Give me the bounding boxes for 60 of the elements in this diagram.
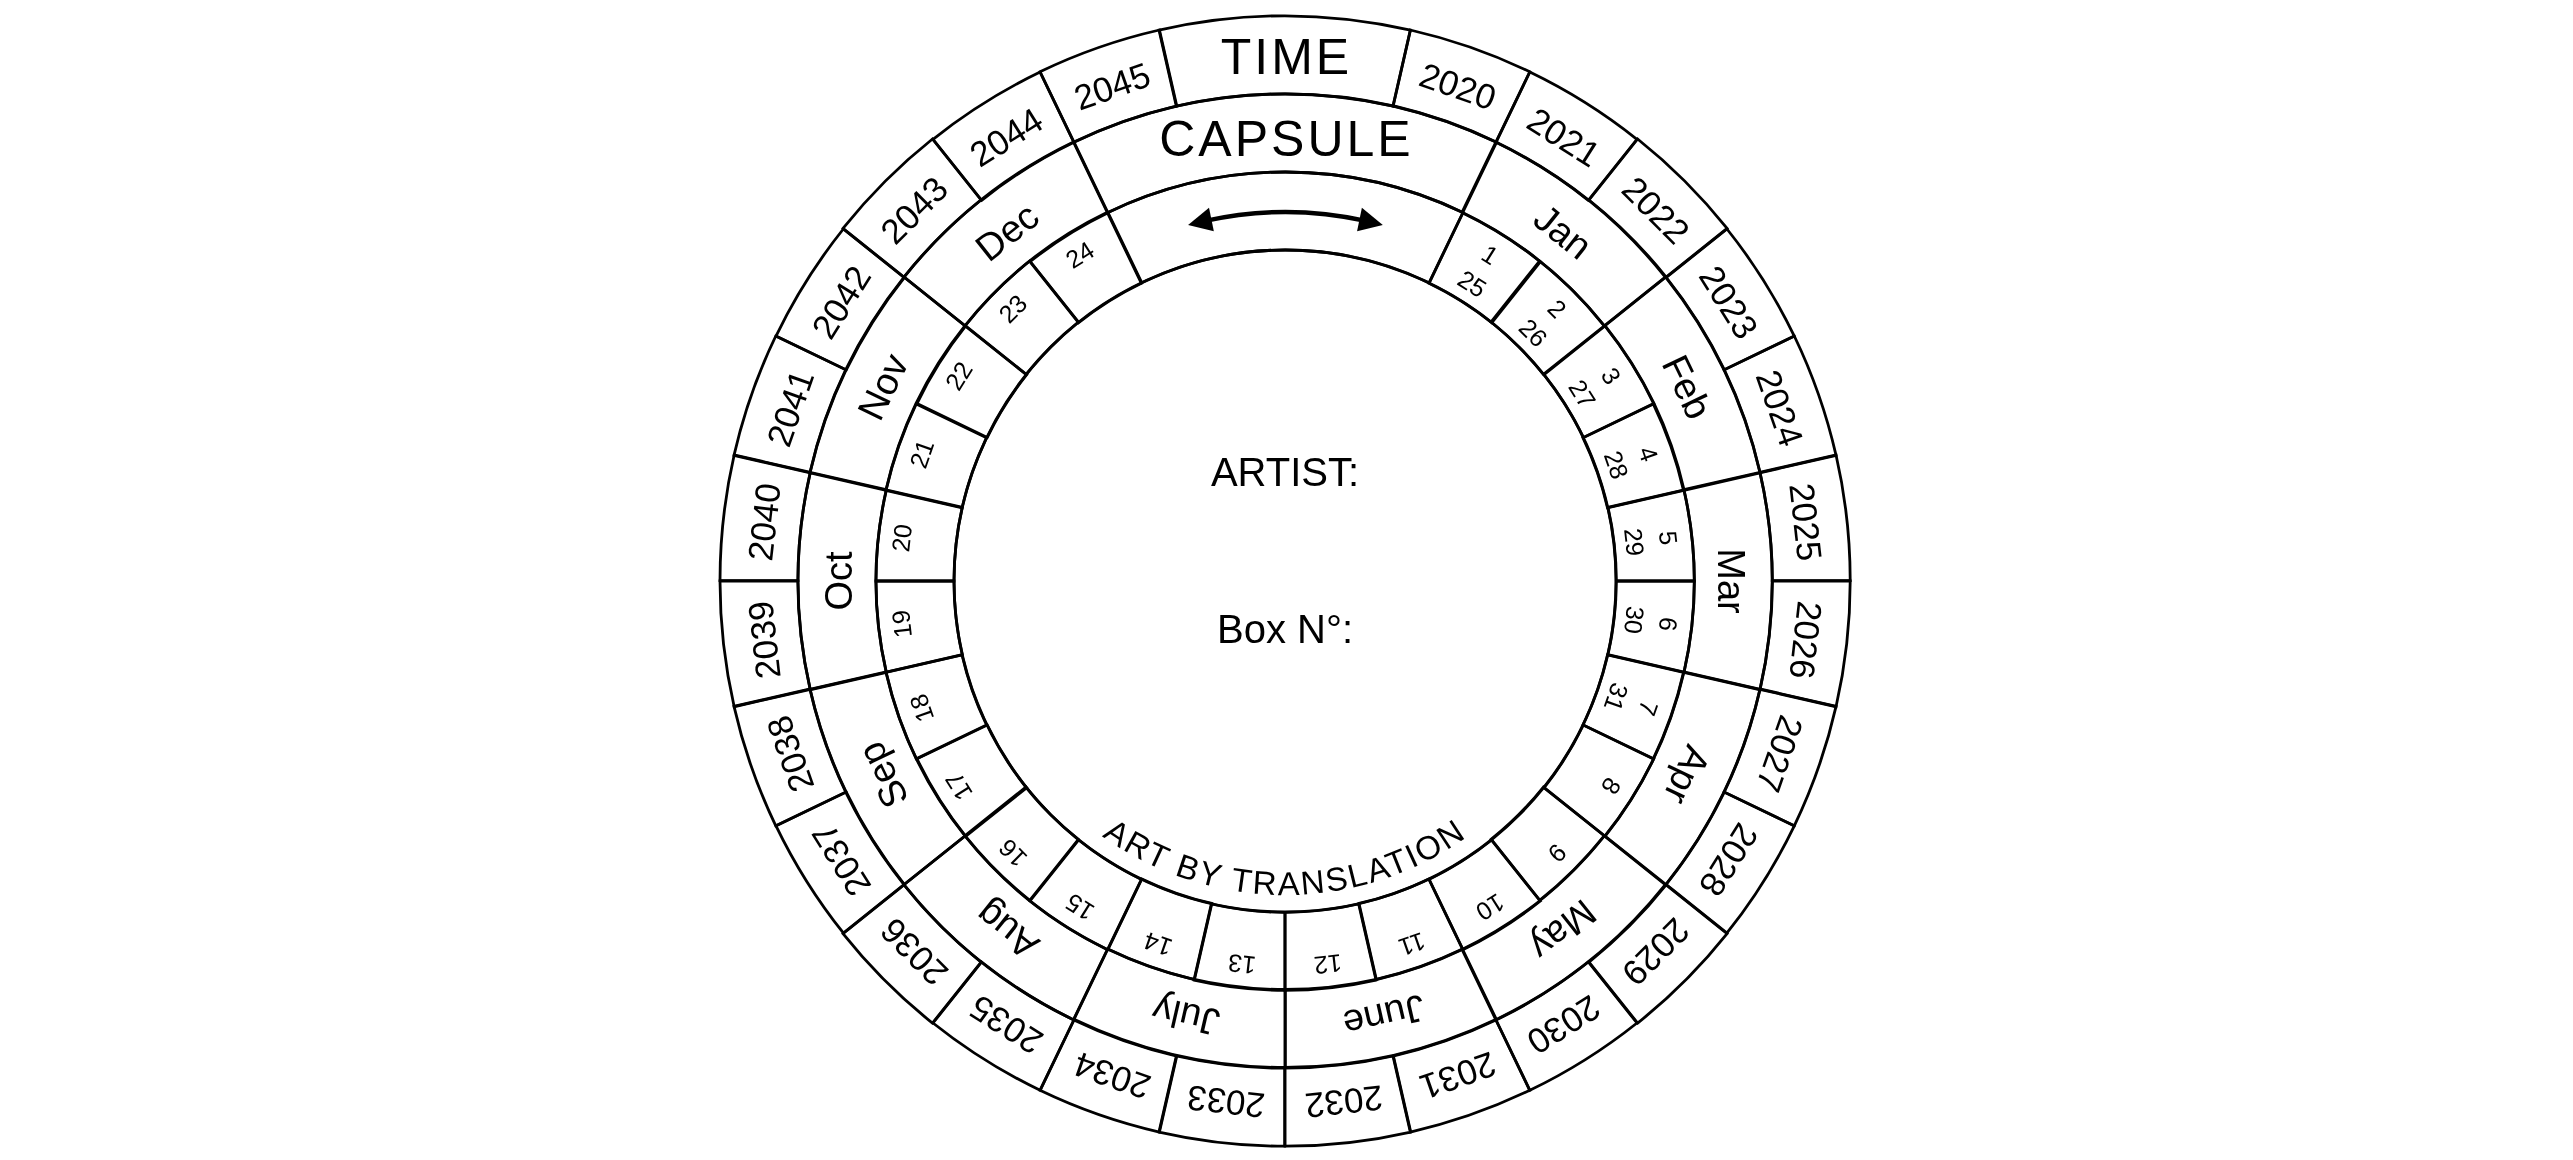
day-number: 15 [1061, 889, 1099, 925]
day-number: 19 [888, 608, 917, 640]
day-number: 12 [1312, 949, 1344, 978]
title-text: TIME [1219, 32, 1353, 82]
month-label: Sep [851, 735, 915, 814]
day-number: 4 [1634, 443, 1663, 465]
day-number: 14 [1140, 928, 1176, 961]
day-number: 18 [905, 690, 938, 726]
year-label: 2031 [1415, 1046, 1501, 1105]
day-number: 23 [994, 290, 1032, 328]
day-number: 7 [1634, 697, 1663, 719]
day-number: 11 [1395, 928, 1429, 961]
year-label: 2034 [1069, 1046, 1155, 1105]
day-number: 16 [994, 834, 1032, 872]
year-label: 2030 [1521, 989, 1607, 1061]
month-label: Apr [1656, 739, 1717, 810]
year-label: 2044 [963, 101, 1049, 173]
year-label: 2026 [1783, 599, 1828, 681]
day-number: 30 [1619, 605, 1648, 636]
month-label: Mar [1712, 548, 1750, 614]
year-label: 2039 [742, 599, 787, 681]
day-number: 28 [1599, 447, 1633, 483]
month-label: Jan [1527, 198, 1599, 267]
year-label: 2032 [1303, 1079, 1385, 1124]
day-number: 6 [1654, 615, 1681, 633]
year-label: 2027 [1750, 711, 1809, 797]
month-label: Feb [1655, 349, 1719, 426]
year-label: 2020 [1415, 57, 1501, 116]
month-label: Nov [851, 348, 915, 427]
day-number: 29 [1619, 526, 1648, 557]
day-number: 22 [941, 357, 977, 395]
month-label: June [1339, 988, 1429, 1044]
box-number-label: Box N°: [1217, 609, 1353, 649]
day-number: 5 [1654, 529, 1681, 547]
title-text: CAPSULE [1158, 114, 1414, 164]
month-label: Oct [820, 551, 858, 611]
month-label: May [1523, 892, 1603, 967]
day-number: 8 [1596, 773, 1626, 799]
year-label: 2021 [1521, 101, 1607, 173]
year-label: 2038 [761, 711, 820, 797]
day-number: 17 [941, 767, 977, 805]
day-number: 24 [1061, 237, 1099, 273]
year-label: 2045 [1069, 57, 1155, 116]
year-label: 2041 [761, 365, 820, 451]
day-number: 10 [1471, 889, 1509, 925]
year-label: 2040 [742, 481, 787, 563]
day-number: 20 [888, 522, 917, 554]
day-number: 21 [905, 436, 938, 472]
month-label: Dec [968, 196, 1046, 269]
day-number: 31 [1599, 679, 1633, 715]
year-label: 2025 [1783, 481, 1828, 563]
year-label: 2035 [963, 989, 1049, 1061]
month-label: Aug [968, 893, 1046, 966]
day-number: 2 [1543, 295, 1571, 323]
artist-label: ARTIST: [1210, 452, 1360, 492]
year-label: 2024 [1750, 365, 1809, 451]
year-label: 2033 [1185, 1079, 1267, 1124]
day-number: 13 [1226, 949, 1258, 978]
month-label: July [1148, 989, 1223, 1042]
day-number: 9 [1543, 839, 1571, 867]
